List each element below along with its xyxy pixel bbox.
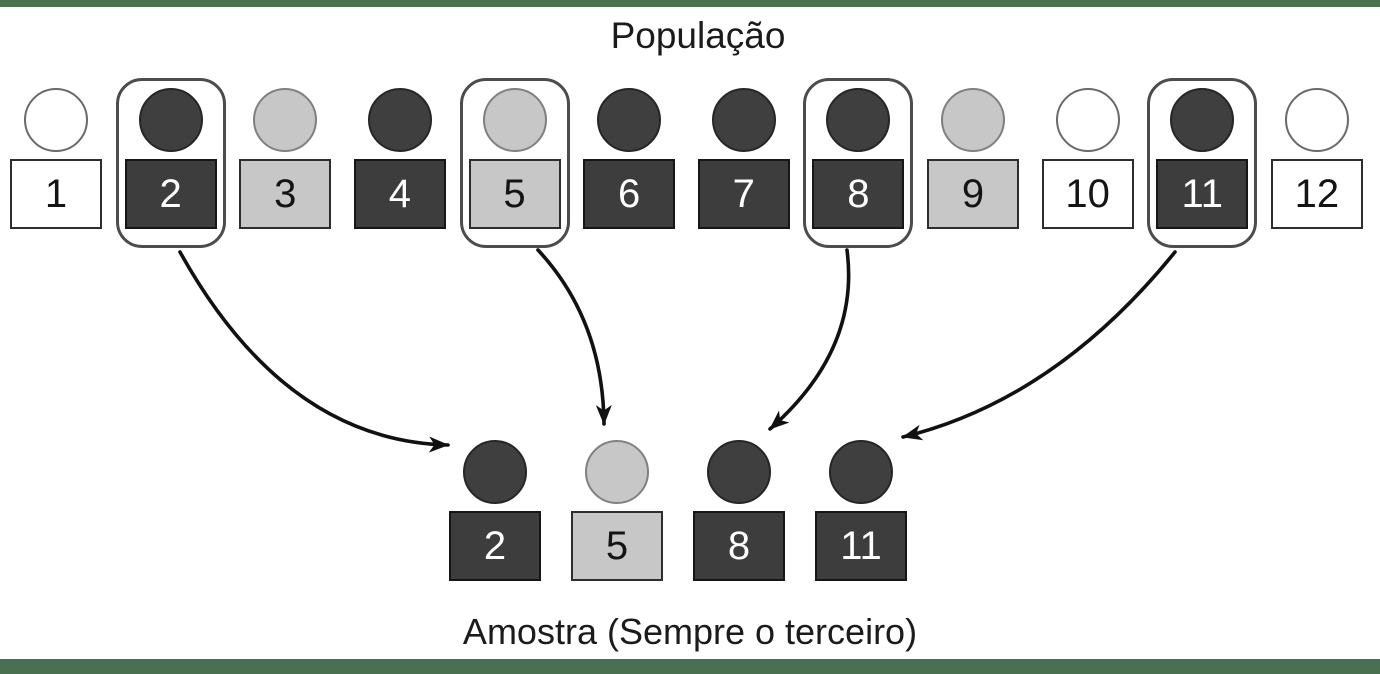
sample-title: Amostra (Sempre o terceiro) <box>462 611 918 652</box>
person-number: 5 <box>503 172 526 216</box>
person-number: 2 <box>159 172 182 216</box>
population-member: 12 <box>1270 88 1363 229</box>
person-figure: 4 <box>353 88 446 229</box>
population-member: 8 <box>803 78 914 248</box>
person-body: 1 <box>10 159 102 229</box>
person-body: 9 <box>927 159 1019 229</box>
person-number: 5 <box>605 524 629 568</box>
person-head-icon <box>707 440 771 504</box>
person-number: 6 <box>618 172 641 216</box>
person-number: 8 <box>727 524 751 568</box>
population-row: 1 2 3 4 <box>10 78 1363 248</box>
bottom-accent-bar <box>0 659 1380 674</box>
person-head-icon <box>941 88 1005 152</box>
person-body: 8 <box>812 159 905 229</box>
person-body: 12 <box>1270 159 1363 229</box>
person-head-icon <box>597 88 662 152</box>
person-number: 11 <box>840 524 882 568</box>
person-number: 10 <box>1065 172 1110 216</box>
person-head-icon <box>826 88 891 152</box>
person-head-icon <box>1284 88 1349 152</box>
person-number: 1 <box>44 172 68 216</box>
person-head-icon <box>829 440 893 504</box>
population-member: 3 <box>239 88 332 229</box>
top-accent-bar <box>0 0 1380 7</box>
person-figure: 2 <box>124 88 217 229</box>
person-figure: 2 <box>449 440 541 581</box>
population-member: 10 <box>1041 88 1134 229</box>
selection-arrow <box>536 248 612 426</box>
person-body: 6 <box>583 159 676 229</box>
person-number: 8 <box>847 172 870 216</box>
person-figure: 8 <box>693 440 785 581</box>
person-figure: 11 <box>815 440 907 581</box>
person-figure: 11 <box>1156 88 1249 229</box>
person-body: 5 <box>571 511 663 581</box>
person-number: 12 <box>1294 172 1340 216</box>
person-head-icon <box>711 88 776 152</box>
selection-arrow <box>178 250 450 453</box>
person-body: 2 <box>449 511 541 581</box>
population-member: 5 <box>459 78 570 248</box>
population-member: 4 <box>353 88 446 229</box>
selection-arrow <box>768 248 851 431</box>
person-figure: 7 <box>697 88 790 229</box>
population-member: 1 <box>10 88 102 229</box>
person-head-icon <box>585 440 649 504</box>
person-body: 3 <box>239 159 332 229</box>
sample-member: 11 <box>815 440 907 581</box>
person-head-icon <box>24 88 88 152</box>
person-number: 9 <box>961 172 985 216</box>
person-body: 10 <box>1041 159 1134 229</box>
person-figure: 1 <box>10 88 102 229</box>
population-member: 9 <box>927 88 1019 229</box>
person-head-icon <box>463 440 527 504</box>
person-number: 4 <box>388 172 411 216</box>
population-member: 7 <box>697 88 790 229</box>
sample-row: 2 5 8 11 <box>449 440 907 581</box>
person-number: 11 <box>1181 172 1224 216</box>
person-number: 2 <box>483 524 507 568</box>
person-body: 2 <box>124 159 217 229</box>
person-figure: 9 <box>927 88 1019 229</box>
person-head-icon <box>253 88 318 152</box>
population-title: População <box>610 15 786 56</box>
sample-member: 5 <box>571 440 663 581</box>
sample-member: 2 <box>449 440 541 581</box>
person-body: 7 <box>697 159 790 229</box>
sample-member: 8 <box>693 440 785 581</box>
person-figure: 6 <box>583 88 676 229</box>
person-figure: 5 <box>571 440 663 581</box>
person-body: 11 <box>815 511 907 581</box>
person-head-icon <box>367 88 432 152</box>
person-body: 4 <box>353 159 446 229</box>
person-head-icon <box>1055 88 1120 152</box>
person-head-icon <box>138 88 203 152</box>
person-figure: 10 <box>1041 88 1134 229</box>
person-figure: 3 <box>239 88 332 229</box>
person-figure: 12 <box>1270 88 1363 229</box>
person-head-icon <box>482 88 547 152</box>
person-figure: 8 <box>812 88 905 229</box>
population-member: 11 <box>1147 78 1258 248</box>
person-number: 3 <box>274 172 297 216</box>
population-member: 2 <box>115 78 226 248</box>
selection-arrow <box>901 250 1177 441</box>
person-body: 8 <box>693 511 785 581</box>
person-number: 7 <box>732 172 755 216</box>
population-member: 6 <box>583 88 676 229</box>
person-body: 11 <box>1156 159 1249 229</box>
person-head-icon <box>1170 88 1235 152</box>
person-body: 5 <box>468 159 561 229</box>
person-figure: 5 <box>468 88 561 229</box>
